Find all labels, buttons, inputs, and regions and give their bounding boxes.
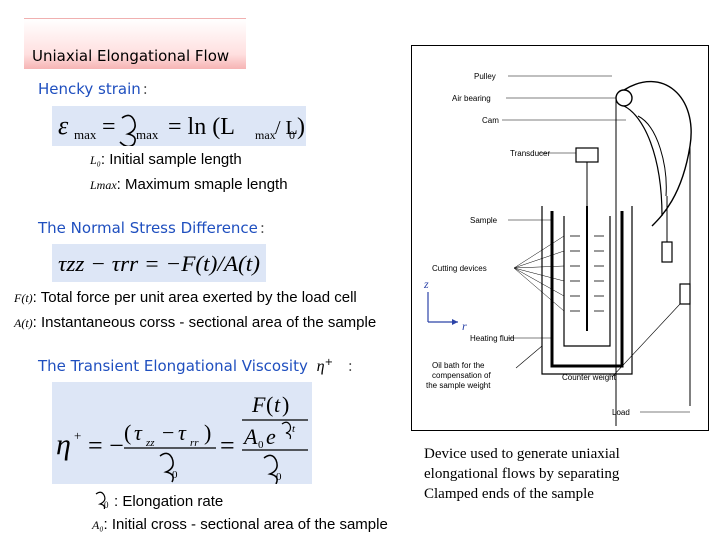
svg-text:+: +	[74, 428, 81, 443]
svg-text:): )	[282, 392, 289, 417]
figure-caption: Device used to generate uniaxial elongat…	[424, 444, 704, 504]
stress-eq-text: τzz − τrr = −F(t)/A(t)	[58, 251, 260, 276]
svg-text:−: −	[162, 420, 174, 445]
viscosity-heading: The Transient Elongational Viscosity η+ …	[38, 357, 353, 375]
transducer-box	[575, 147, 599, 163]
slide-title-box: Uniaxial Elongational Flow	[24, 18, 246, 69]
eq-rhs: = ln (L	[168, 114, 235, 140]
eq-equals-1: =	[102, 114, 116, 140]
hencky-equation: ε max = max = ln (L max / L 0 )	[52, 106, 306, 148]
rate-glyph-1	[159, 452, 174, 483]
svg-text:0: 0	[104, 500, 109, 509]
svg-text:τ: τ	[134, 420, 143, 445]
svg-text:F: F	[251, 392, 266, 417]
cam-outline	[623, 80, 692, 227]
l0-definition: : Initial sample length	[100, 151, 242, 168]
label-oil-bath-1: Oil bath for the	[432, 361, 485, 370]
oil-bath-vessel	[550, 211, 624, 368]
f-of-t-symbol: F(t)	[14, 291, 33, 305]
svg-text:τ: τ	[178, 420, 187, 445]
viscosity-heading-text: The Transient Elongational Viscosity	[38, 357, 308, 375]
normal-stress-colon: :	[259, 219, 265, 237]
viscosity-equation: η + = − ( τ zz − τ rr ) 0 = F ( t ) A 0 …	[52, 382, 312, 485]
svg-text:0: 0	[276, 471, 282, 483]
lmax-definition: : Maximum smaple length	[116, 176, 288, 193]
weight-1	[661, 241, 673, 263]
label-air-bearing: Air bearing	[452, 94, 491, 103]
lmax-symbol: Lmax	[90, 178, 117, 192]
svg-text:A: A	[242, 424, 258, 449]
hencky-colon: :	[142, 80, 148, 98]
weight-2	[679, 283, 691, 305]
svg-text:): )	[204, 420, 211, 445]
svg-text:zz: zz	[145, 437, 155, 449]
elongation-rate-symbol: 0	[95, 491, 109, 511]
apparatus-figure: z r Pulley Air bearing Cam Transducer Sa…	[411, 45, 709, 431]
elongation-rate-definition: : Elongation rate	[114, 493, 224, 510]
viscosity-eta: η	[316, 358, 325, 375]
label-oil-bath-2: compensation of	[432, 371, 491, 380]
caption-line-2: elongational flows by separating	[424, 466, 620, 482]
svg-text:t: t	[292, 423, 296, 435]
label-sample: Sample	[470, 216, 498, 225]
a-of-t-definition: : Instantaneous corss - sectional area o…	[32, 314, 377, 331]
label-cam: Cam	[482, 116, 499, 125]
svg-text:= −: = −	[88, 431, 124, 460]
svg-text:(: (	[266, 392, 273, 417]
svg-text:0: 0	[258, 439, 264, 451]
l0-symbol: L₀	[90, 153, 101, 167]
eq-max-sub-2: max	[136, 127, 159, 142]
viscosity-def-1: 0 : Elongation rate	[92, 491, 224, 511]
viscosity-colon: :	[347, 357, 353, 375]
eq-slash: / L	[275, 117, 298, 139]
caption-line-3: Clamped ends of the sample	[424, 486, 594, 502]
a0-definition: : Initial cross - sectional area of the …	[103, 516, 388, 533]
label-transducer: Transducer	[510, 149, 551, 158]
normal-stress-equation-svg: τzz − τrr = −F(t)/A(t)	[58, 251, 260, 276]
svg-text:=: =	[220, 431, 235, 460]
normal-stress-heading: The Normal Stress Difference:	[38, 219, 265, 237]
label-oil-bath-3: the sample weight	[426, 381, 491, 390]
hencky-def-2: Lmax: Maximum smaple length	[90, 176, 288, 193]
slide-title: Uniaxial Elongational Flow	[32, 47, 230, 65]
svg-text:η: η	[56, 428, 71, 461]
label-counter-weight: Counter weight	[562, 373, 617, 382]
normal-stress-equation: τzz − τrr = −F(t)/A(t)	[52, 244, 266, 282]
eq-max-sub-1: max	[74, 127, 97, 142]
viscosity-def-2: A₀: Initial cross - sectional area of th…	[92, 516, 388, 533]
z-axis-label: z	[423, 277, 429, 291]
svg-text:(: (	[124, 420, 131, 445]
normal-stress-def-2: A(t): Instantaneous corss - sectional ar…	[14, 314, 376, 331]
normal-stress-heading-text: The Normal Stress Difference	[38, 219, 258, 237]
svg-text:t: t	[274, 392, 281, 417]
r-axis-label: r	[462, 319, 467, 333]
normal-stress-def-1: F(t): Total force per unit area exerted …	[14, 289, 357, 306]
hencky-equation-svg: ε max = max = ln (L max / L 0 )	[58, 111, 305, 148]
f-of-t-definition: : Total force per unit area exerted by t…	[32, 289, 357, 306]
eq-lmax-sub: max	[255, 128, 276, 142]
eps-dot-glyph	[119, 114, 136, 148]
label-load: Load	[612, 408, 630, 417]
hencky-def-1: L₀: Initial sample length	[90, 151, 242, 168]
svg-text:0: 0	[172, 469, 178, 481]
a0-symbol: A₀	[92, 518, 104, 532]
rate-glyph-2	[263, 454, 278, 485]
svg-text:rr: rr	[190, 437, 199, 449]
eq-epsilon: ε	[58, 111, 69, 140]
pulley-wheel	[615, 89, 633, 107]
caption-line-1: Device used to generate uniaxial	[424, 446, 620, 462]
apparatus-drawing: z r Pulley Air bearing Cam Transducer Sa…	[423, 72, 692, 426]
svg-text:e: e	[266, 424, 276, 449]
a-of-t-symbol: A(t)	[14, 316, 33, 330]
label-pulley: Pulley	[474, 72, 496, 81]
label-heating-fluid: Heating fluid	[470, 334, 514, 343]
eq-l0-sub: 0	[289, 128, 295, 142]
hencky-heading-text: Hencky strain	[38, 80, 141, 98]
label-cutting-devices: Cutting devices	[432, 264, 487, 273]
viscosity-equation-svg: η + = − ( τ zz − τ rr ) 0 = F ( t ) A 0 …	[56, 392, 308, 485]
eq-close: )	[297, 114, 305, 140]
hencky-heading: Hencky strain:	[38, 80, 148, 98]
